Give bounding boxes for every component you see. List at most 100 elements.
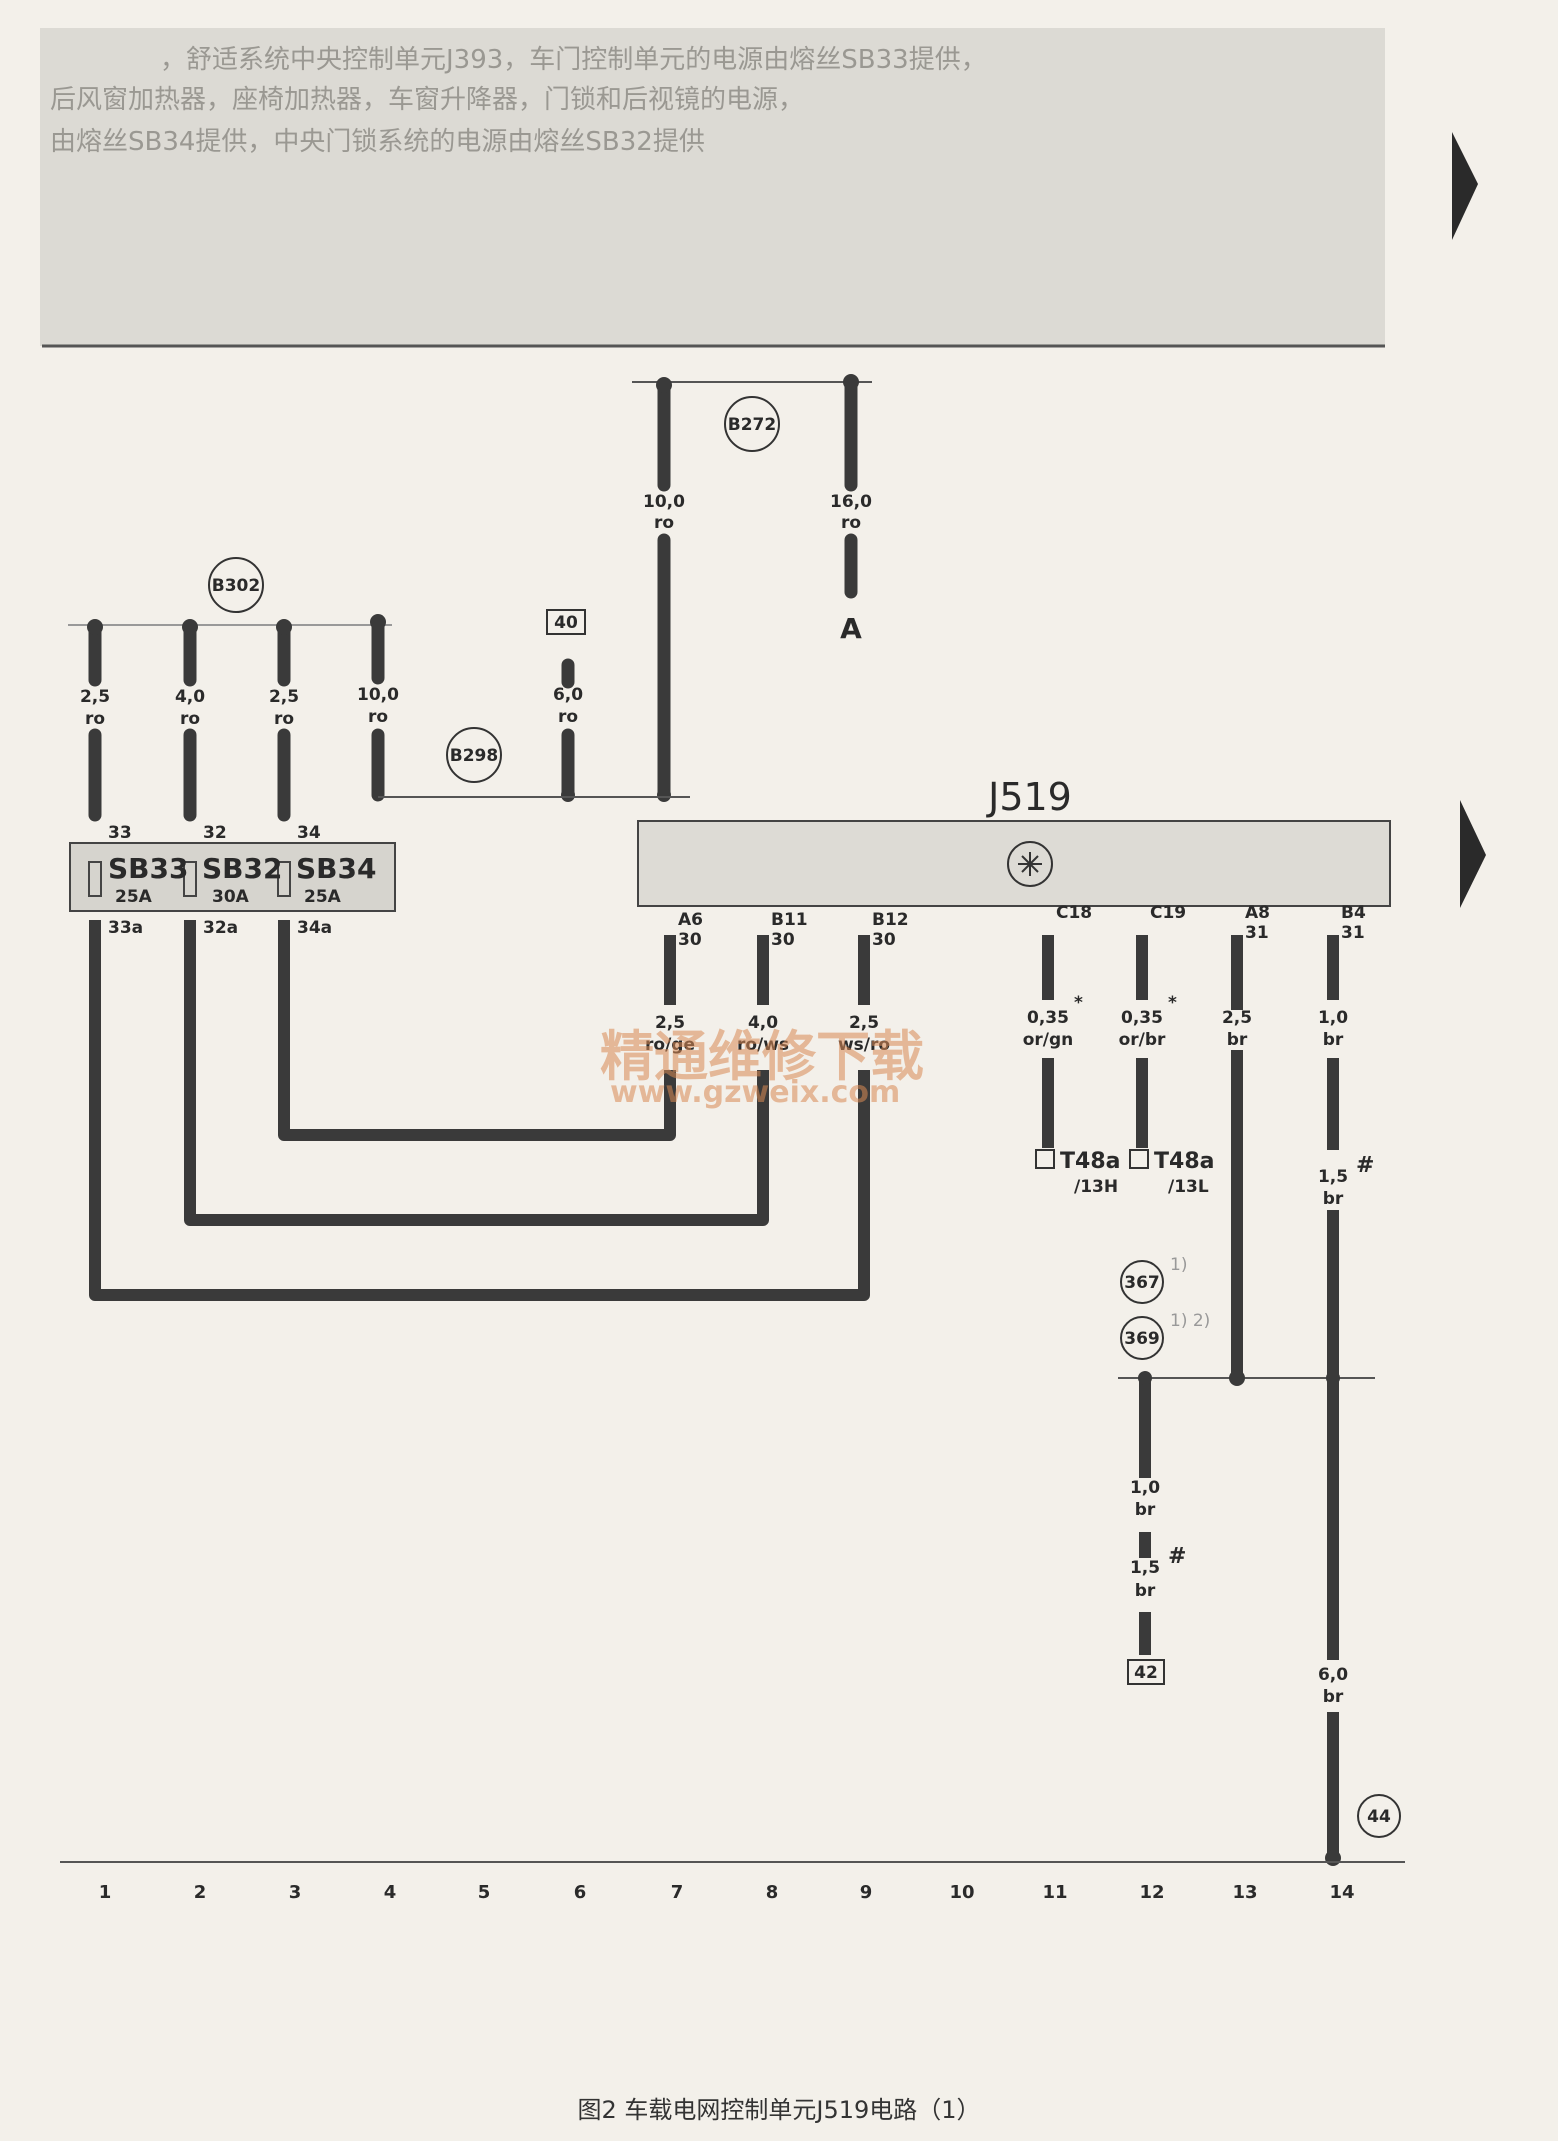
- fuse-sb33-rating: 25A: [115, 887, 153, 907]
- svg-text:0,35: 0,35: [1121, 1008, 1163, 1028]
- terminal-t48a-13h-pin: /13H: [1074, 1177, 1118, 1197]
- terminal-t48a-13h-label: T48a: [1060, 1149, 1120, 1174]
- svg-text:1,5: 1,5: [1318, 1167, 1348, 1187]
- connector-b272: [724, 396, 780, 452]
- header-panel: [40, 28, 1385, 346]
- splice-dots: [87, 374, 859, 802]
- svg-text:32: 32: [203, 823, 227, 843]
- connector-b298: [446, 727, 502, 783]
- svg-text:ro: ro: [368, 707, 388, 727]
- svg-text:B4: B4: [1341, 903, 1366, 923]
- supply-wires: [88, 375, 858, 822]
- connector-b302: [208, 557, 264, 613]
- figure-caption: 图2 车载电网控制单元J519电路（1）: [577, 2096, 980, 2124]
- ground-367-label: 367: [1124, 1273, 1160, 1293]
- column-number: 6: [574, 1882, 587, 1903]
- svg-text:10,0: 10,0: [643, 492, 685, 512]
- svg-text:A8: A8: [1245, 903, 1270, 923]
- watermark-url: www.gzweix.com: [610, 1075, 900, 1110]
- svg-text:1,5: 1,5: [1130, 1558, 1160, 1578]
- svg-text:br: br: [1135, 1581, 1156, 1601]
- j519-label: J519: [986, 775, 1072, 819]
- ground-369-note: 1) 2): [1170, 1311, 1210, 1331]
- fuse-sb32-name: SB32: [202, 852, 282, 885]
- fuse-symbols: [88, 861, 291, 897]
- terminal-t48a-13l-label: T48a: [1154, 1149, 1214, 1174]
- ref-box-42: [1127, 1659, 1165, 1685]
- svg-text:ro: ro: [85, 709, 105, 729]
- svg-text:2,5: 2,5: [269, 687, 299, 707]
- ref-a-label: A: [840, 612, 862, 645]
- column-number: 14: [1329, 1882, 1354, 1903]
- svg-text:30: 30: [771, 930, 795, 950]
- svg-text:B12: B12: [872, 910, 909, 930]
- svg-text:or/br: or/br: [1119, 1030, 1166, 1050]
- svg-text:C18: C18: [1056, 903, 1092, 923]
- column-number: 12: [1139, 1882, 1164, 1903]
- column-number: 2: [194, 1882, 207, 1903]
- ground-point-44: [1357, 1794, 1401, 1838]
- ground-44-label: 44: [1367, 1807, 1391, 1827]
- header-line-2: 后风窗加热器，座椅加热器，车窗升降器，门锁和后视镜的电源，: [50, 85, 804, 115]
- connector-b302-label: B302: [212, 576, 260, 596]
- svg-text:34: 34: [297, 823, 321, 843]
- ground-367-note: 1): [1170, 1255, 1187, 1275]
- svg-text:#: #: [1356, 1153, 1374, 1178]
- svg-text:ro: ro: [180, 709, 200, 729]
- svg-text:br: br: [1323, 1687, 1344, 1707]
- j519-module: [637, 820, 1391, 907]
- ground-connector-367: [1120, 1260, 1164, 1304]
- watermark-cn: 精通维修下载: [600, 1024, 924, 1088]
- connector-b298-label: B298: [450, 746, 498, 766]
- column-number: 11: [1042, 1882, 1067, 1903]
- column-number: 13: [1232, 1882, 1257, 1903]
- svg-text:ro/ws: ro/ws: [737, 1035, 789, 1055]
- svg-text:0,35: 0,35: [1027, 1008, 1069, 1028]
- ground-connector-369: [1120, 1316, 1164, 1360]
- fuse-sb33-name: SB33: [108, 852, 188, 885]
- svg-text:6,0: 6,0: [553, 685, 583, 705]
- svg-text:10,0: 10,0: [357, 685, 399, 705]
- svg-text:*: *: [1168, 993, 1177, 1013]
- column-number: 10: [949, 1882, 974, 1903]
- terminal-t48a-13l: [1129, 1149, 1149, 1169]
- wire-labels-top: 2,5 ro 4,0 ro 2,5 ro 10,0 ro 6,0 ro 10,0…: [80, 492, 872, 729]
- svg-text:33a: 33a: [108, 918, 143, 938]
- svg-text:ro: ro: [274, 709, 294, 729]
- ground-splice-dots: [1138, 1370, 1341, 1866]
- svg-text:33: 33: [108, 823, 132, 843]
- ref-box-40: [546, 609, 586, 635]
- wire-labels-lower: 2,5 ro/ge 4,0 ro/ws 2,5 ws/ro 0,35 * or/…: [645, 993, 1374, 1707]
- svg-text:32a: 32a: [203, 918, 238, 938]
- control-unit-icon: [1018, 852, 1042, 876]
- svg-text:2,5: 2,5: [655, 1013, 685, 1033]
- column-number: 1: [99, 1882, 112, 1903]
- svg-text:4,0: 4,0: [748, 1013, 778, 1033]
- svg-text:2,5: 2,5: [80, 687, 110, 707]
- column-number: 4: [384, 1882, 397, 1903]
- svg-text:ws/ro: ws/ro: [838, 1035, 890, 1055]
- svg-text:*: *: [1074, 993, 1083, 1013]
- svg-text:16,0: 16,0: [830, 492, 872, 512]
- svg-text:34a: 34a: [297, 918, 332, 938]
- connector-b272-label: B272: [728, 415, 776, 435]
- terminal-t48a-13h: [1035, 1149, 1055, 1169]
- fuse-sb32-rating: 30A: [212, 887, 250, 907]
- column-number: 8: [766, 1882, 779, 1903]
- svg-text:br: br: [1323, 1030, 1344, 1050]
- svg-text:br: br: [1135, 1500, 1156, 1520]
- svg-text:br: br: [1227, 1030, 1248, 1050]
- column-number: 5: [478, 1882, 491, 1903]
- svg-text:br: br: [1323, 1189, 1344, 1209]
- ground-369-label: 369: [1124, 1329, 1160, 1349]
- svg-text:ro: ro: [841, 513, 861, 533]
- svg-text:30: 30: [678, 930, 702, 950]
- svg-text:2,5: 2,5: [849, 1013, 879, 1033]
- svg-text:ro/ge: ro/ge: [645, 1035, 695, 1055]
- svg-text:B11: B11: [771, 910, 808, 930]
- svg-text:1,0: 1,0: [1318, 1008, 1348, 1028]
- return-loop-wires: [89, 920, 1339, 1858]
